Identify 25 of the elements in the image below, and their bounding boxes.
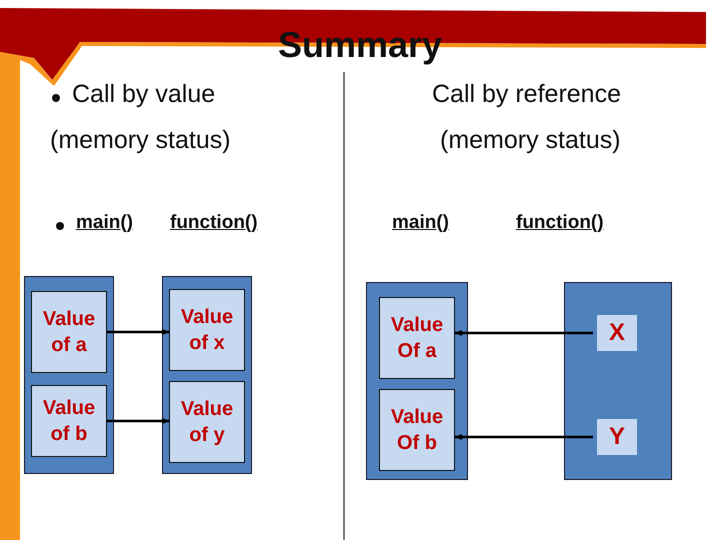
variable-box: Value Of a xyxy=(379,297,455,379)
column-heading: main() xyxy=(392,212,449,234)
variable-box: Value Of b xyxy=(379,389,455,471)
variable-name: Y xyxy=(597,419,637,455)
section-heading: Call by value xyxy=(72,80,216,109)
variable-box: Value of b xyxy=(31,385,107,457)
arrow xyxy=(107,418,170,424)
memory-block xyxy=(564,282,672,480)
variable-box: Value of y xyxy=(169,381,245,463)
section-heading: (memory status) xyxy=(440,126,621,155)
arrow xyxy=(454,434,593,440)
section-heading: (memory status) xyxy=(50,126,231,155)
slide-title: Summary xyxy=(276,24,444,66)
arrow xyxy=(454,330,593,336)
variable-box: Value of x xyxy=(169,289,245,371)
column-heading: main() xyxy=(76,212,133,234)
column-heading: function() xyxy=(170,212,258,234)
memory-block xyxy=(162,276,252,474)
memory-block xyxy=(24,276,114,474)
column-heading: function() xyxy=(516,212,604,234)
variable-box: Value of a xyxy=(31,291,107,373)
memory-block xyxy=(366,282,468,480)
arrow xyxy=(107,329,170,335)
variable-name: X xyxy=(597,315,637,351)
section-heading: Call by reference xyxy=(432,80,621,109)
